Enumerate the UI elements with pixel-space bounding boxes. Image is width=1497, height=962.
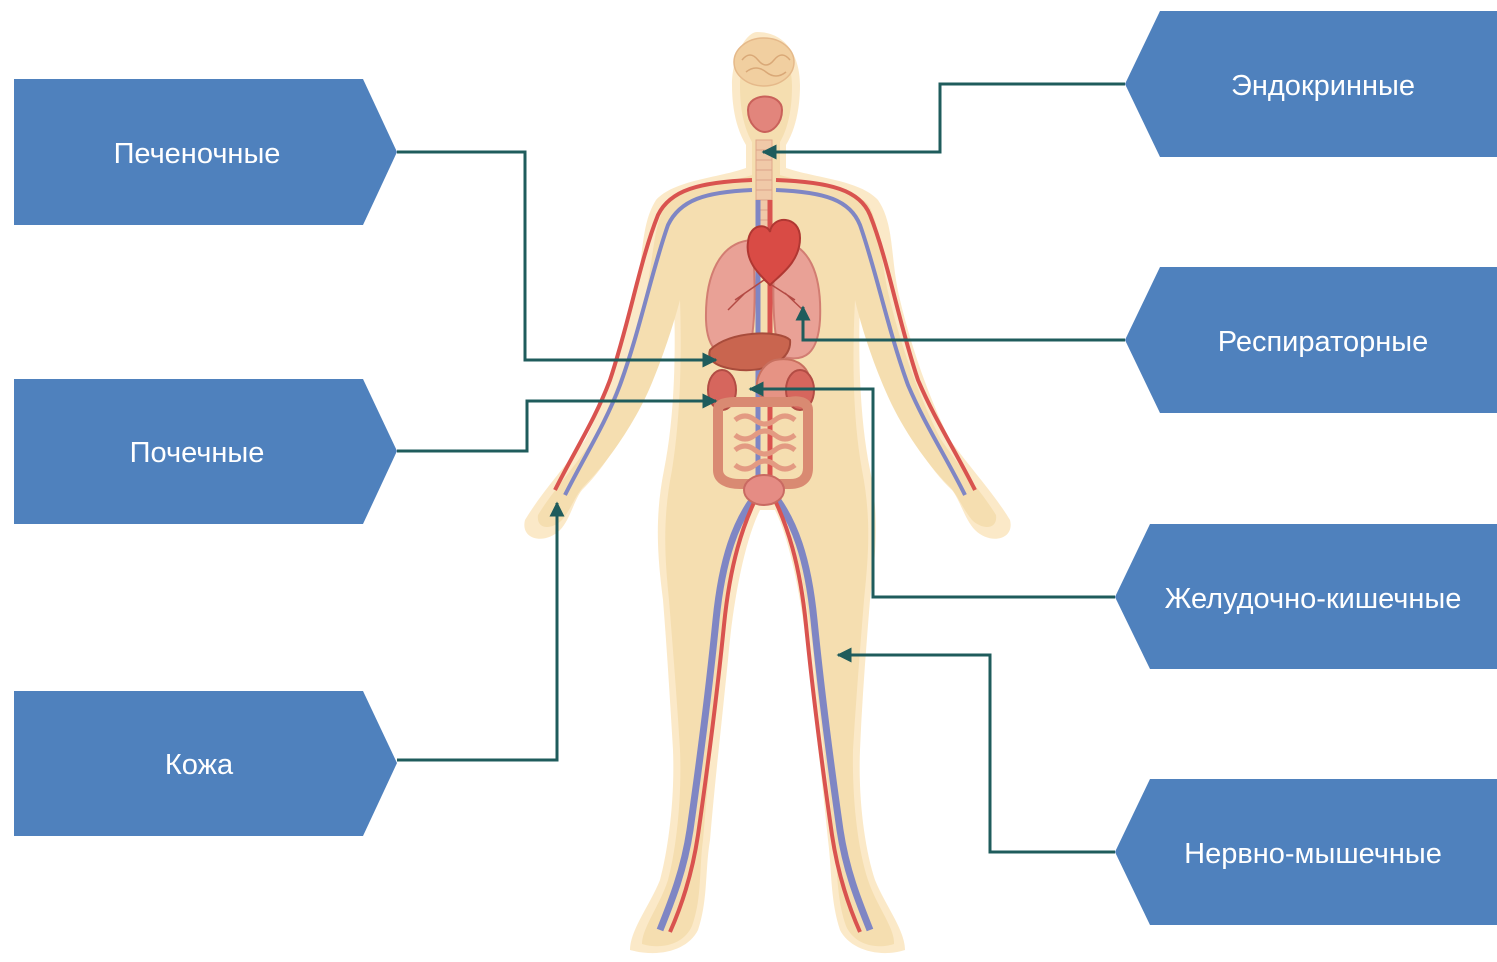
label-text-neuro: Нервно-мышечные — [1184, 838, 1442, 870]
connector-endocrine — [763, 84, 1125, 152]
label-text-respiratory: Респираторные — [1218, 326, 1428, 358]
connector-skin — [397, 503, 557, 760]
label-renal[interactable]: Почечные — [14, 379, 397, 524]
label-respiratory[interactable]: Респираторные — [1125, 267, 1497, 413]
label-text-endocrine: Эндокринные — [1231, 70, 1415, 102]
label-text-gastro: Желудочно-кишечные — [1165, 583, 1462, 615]
brain — [734, 38, 794, 86]
label-text-skin: Кожа — [165, 749, 234, 781]
connector-neuro — [838, 655, 1115, 852]
bladder — [744, 475, 784, 505]
label-endocrine[interactable]: Эндокринные — [1125, 11, 1497, 157]
label-gastro[interactable]: Желудочно-кишечные — [1115, 524, 1497, 669]
label-text-renal: Почечные — [130, 437, 265, 469]
label-hepatic[interactable]: Печеночные — [14, 79, 397, 225]
human-body-illustration — [524, 32, 1010, 953]
label-skin[interactable]: Кожа — [14, 691, 397, 836]
label-neuro[interactable]: Нервно-мышечные — [1115, 779, 1497, 925]
connector-renal — [397, 401, 716, 451]
thyroid-gland — [748, 97, 782, 133]
label-text-hepatic: Печеночные — [114, 138, 281, 170]
